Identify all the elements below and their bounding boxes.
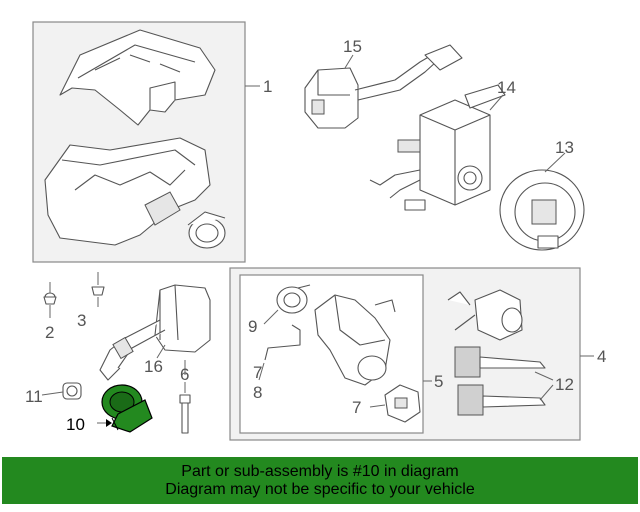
parts-diagram: 1 2 3 4 5 6 7 7 8 9 10 11 12 13 14 15 16 xyxy=(25,21,606,441)
lock-ring-part xyxy=(276,284,311,314)
clockspring-part xyxy=(499,169,585,251)
column-cover-group-box xyxy=(32,21,246,263)
callout-2: 2 xyxy=(45,323,54,342)
highlighted-part-10 xyxy=(101,384,153,433)
part-info-banner: Part or sub-assembly is #10 in diagram D… xyxy=(2,457,638,504)
banner-line-1: Part or sub-assembly is #10 in diagram xyxy=(181,462,459,480)
callout-6: 6 xyxy=(180,365,189,384)
callout-13: 13 xyxy=(555,138,574,157)
callout-10: 10 xyxy=(66,415,85,434)
turn-signal-switch-part xyxy=(99,284,211,381)
lock-rod-part xyxy=(264,324,301,361)
callout-3: 3 xyxy=(77,311,86,330)
lock-housing-part xyxy=(314,294,396,386)
screw-3-part xyxy=(91,272,105,296)
callout-14: 14 xyxy=(497,78,516,97)
callout-11: 11 xyxy=(25,387,43,406)
callout-7-lower: 7 xyxy=(352,398,361,417)
callout-7-upper: 7 xyxy=(253,363,262,382)
callout-15: 15 xyxy=(343,37,362,56)
callout-16: 16 xyxy=(144,357,163,376)
connector-part xyxy=(384,384,421,423)
callout-1: 1 xyxy=(263,77,272,96)
callout-4: 4 xyxy=(597,347,606,366)
lock-cylinder-part xyxy=(447,289,523,341)
screw-2-part xyxy=(43,282,57,305)
bushing-part xyxy=(62,382,82,400)
callout-8: 8 xyxy=(253,383,262,402)
bolt-part xyxy=(179,382,191,434)
callout-9: 9 xyxy=(248,317,257,336)
wiper-switch-part xyxy=(304,44,463,129)
leader-lines xyxy=(41,54,594,427)
keys-part xyxy=(454,346,546,416)
switch-body-part xyxy=(369,84,506,211)
banner-line-2: Diagram may not be specific to your vehi… xyxy=(165,480,475,498)
callout-12: 12 xyxy=(555,375,574,394)
callout-5: 5 xyxy=(434,372,443,391)
